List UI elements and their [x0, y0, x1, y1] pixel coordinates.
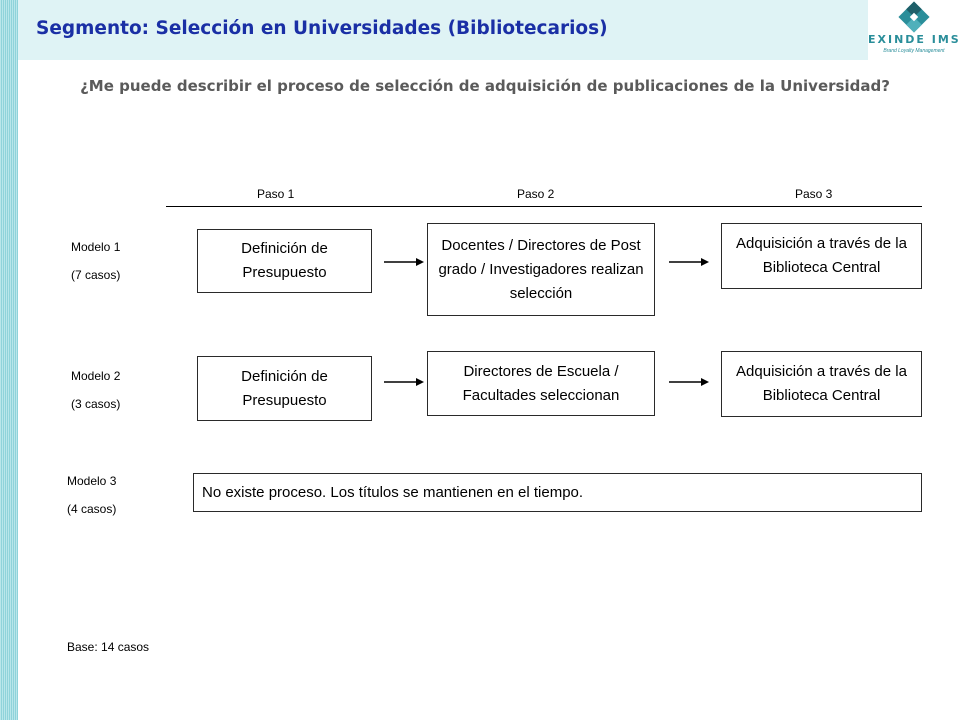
model-1-name: Modelo 1 — [71, 240, 121, 254]
question-text: ¿Me puede describir el proceso de selecc… — [80, 77, 890, 95]
model-1-arrow-2-icon — [669, 258, 709, 266]
model-2-step-3-box: Adquisición a través de la Biblioteca Ce… — [721, 351, 922, 417]
slide-title: Segmento: Selección en Universidades (Bi… — [36, 18, 608, 39]
model-2-cases: (3 casos) — [71, 397, 121, 411]
model-1-step-3-box: Adquisición a través de la Biblioteca Ce… — [721, 223, 922, 289]
model-2-name: Modelo 2 — [71, 369, 121, 383]
step-1-label: Paso 1 — [257, 187, 295, 201]
model-3-name: Modelo 3 — [67, 474, 117, 488]
base-note: Base: 14 casos — [67, 640, 150, 654]
model-2-step-2-box: Directores de Escuela / Facultades selec… — [427, 351, 655, 416]
step-2-label: Paso 2 — [517, 187, 555, 201]
model-1-cases: (7 casos) — [71, 268, 121, 282]
model-2-arrow-2-icon — [669, 378, 709, 386]
model-1-step-2-box: Docentes / Directores de Post grado / In… — [427, 223, 655, 316]
logo-tagline: Brand Loyalty Management — [883, 48, 945, 54]
model-1-step-1-box: Definición de Presupuesto — [197, 229, 372, 293]
logo-diamond-icon — [898, 1, 930, 33]
model-3-cases: (4 casos) — [67, 502, 117, 516]
company-logo: EXINDE IMS Brand Loyalty Management — [868, 0, 960, 60]
header-band — [18, 0, 868, 60]
model-2-step-1-box: Definición de Presupuesto — [197, 356, 372, 421]
model-3-box: No existe proceso. Los títulos se mantie… — [193, 473, 922, 512]
step-3-label: Paso 3 — [795, 187, 833, 201]
model-2-arrow-1-icon — [384, 378, 424, 386]
left-decorative-stripe — [0, 0, 18, 720]
steps-divider-line — [166, 206, 922, 207]
model-1-arrow-1-icon — [384, 258, 424, 266]
logo-text: EXINDE IMS — [868, 33, 960, 46]
